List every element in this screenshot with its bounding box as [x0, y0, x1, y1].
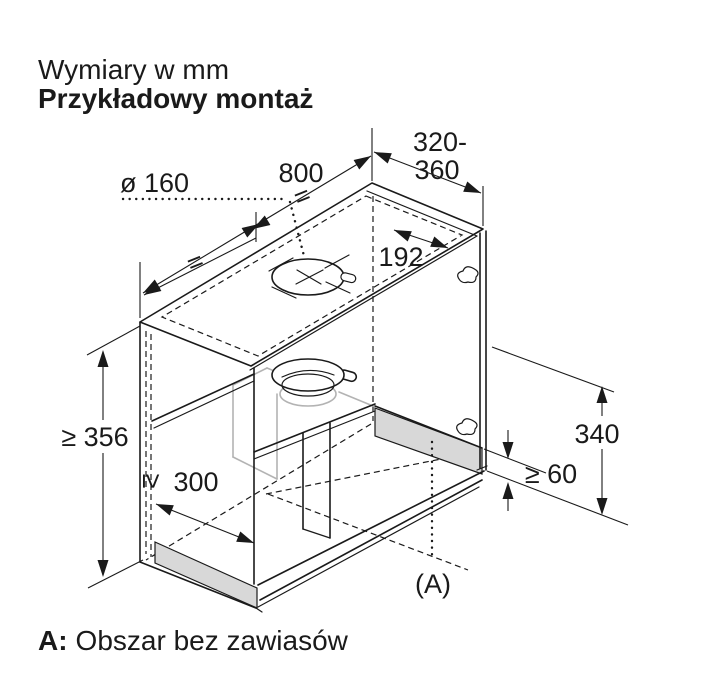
front-height-label: 340	[574, 419, 619, 449]
dimension-duct-offset: 192	[378, 224, 451, 272]
clearance-value-label: 300	[173, 467, 218, 497]
dimension-cabinet-width: 800 = =	[139, 128, 374, 318]
clearance-geq-symbol: ≥	[137, 474, 167, 489]
page-subtitle: Przykładowy montaż	[38, 83, 313, 114]
hinge-clip-icon	[456, 418, 478, 436]
visor-end-shading	[154, 541, 258, 609]
vent-hole-icon	[268, 254, 357, 299]
dimension-cabinet-depth: 320- 360	[371, 127, 484, 226]
hole-diameter-label: ø 160	[120, 168, 189, 198]
legend-key: A:	[38, 625, 68, 656]
visor-panel	[154, 470, 485, 613]
hinge-clip-icon	[457, 266, 479, 284]
shelf-edges	[151, 373, 483, 539]
area-a-callout: (A)	[415, 440, 451, 599]
legend: A: Obszar bez zawiasów	[38, 625, 349, 656]
cabinet-outline	[139, 182, 488, 609]
dimension-hole-diameter: ø 160	[120, 168, 306, 258]
dimension-clearance-min: ≥ 300	[137, 467, 257, 549]
cabinet-width-label: 800	[278, 158, 323, 188]
dimension-height-min: ≥ 356	[61, 325, 144, 589]
area-label: (A)	[415, 569, 451, 599]
hinge-gap-label: ≥ 60	[525, 459, 577, 489]
dimension-hinge-gap: ≥ 60	[483, 430, 577, 511]
legend-text: Obszar bez zawiasów	[76, 625, 349, 656]
duct-offset-label: 192	[378, 242, 423, 272]
duct-collar	[271, 358, 358, 397]
page-title: Wymiary w mm	[38, 54, 229, 85]
cabinet-depth-label-2: 360	[414, 155, 459, 185]
height-min-label: ≥ 356	[61, 422, 128, 452]
dimension-front-height: 340	[486, 346, 629, 526]
cabinet-depth-label-1: 320-	[413, 127, 467, 157]
